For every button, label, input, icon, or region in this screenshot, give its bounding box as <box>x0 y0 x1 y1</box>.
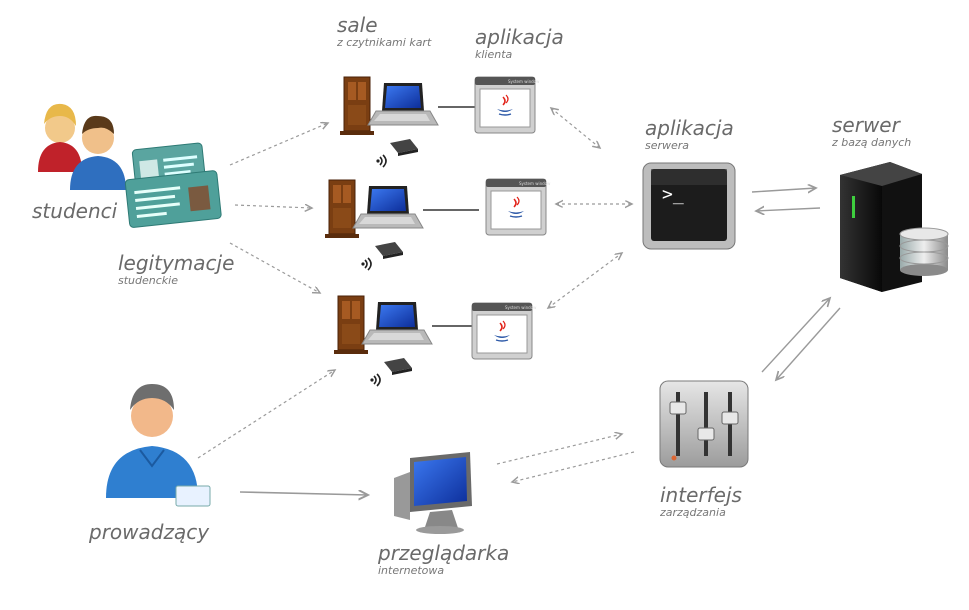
teacher-icon <box>106 384 211 507</box>
connector-arrows <box>197 108 841 495</box>
terminal-prompt: >_ <box>662 184 684 205</box>
database-icon <box>899 227 949 276</box>
label-serwer: serwer z bazą danych <box>832 113 912 149</box>
mixer-icon <box>659 380 749 468</box>
label-legitymacje: legitymacje studenckie <box>118 251 235 287</box>
label-sale: sale z czytnikami kart <box>337 13 432 49</box>
classroom-2 <box>324 179 480 271</box>
java-window-icon <box>485 178 552 236</box>
classroom-3 <box>333 295 489 387</box>
label-prowadzacy: prowadzący <box>89 520 210 544</box>
label-aplikacja-serwera: aplikacja serwera <box>645 116 734 152</box>
classroom-1 <box>339 76 495 168</box>
label-interfejs: interfejs zarządzania <box>660 483 742 519</box>
java-window-icon <box>471 302 538 360</box>
java-window-icon <box>474 76 541 134</box>
label-przegladarka: przeglądarka internetowa <box>378 541 510 577</box>
student-icon <box>38 103 126 190</box>
student-card-icon <box>124 142 222 228</box>
desktop-monitor-icon <box>394 452 472 534</box>
label-aplikacja-klienta: aplikacja klienta <box>475 25 564 61</box>
terminal-icon: >_ <box>642 162 736 250</box>
label-studenci: studenci <box>32 199 118 223</box>
